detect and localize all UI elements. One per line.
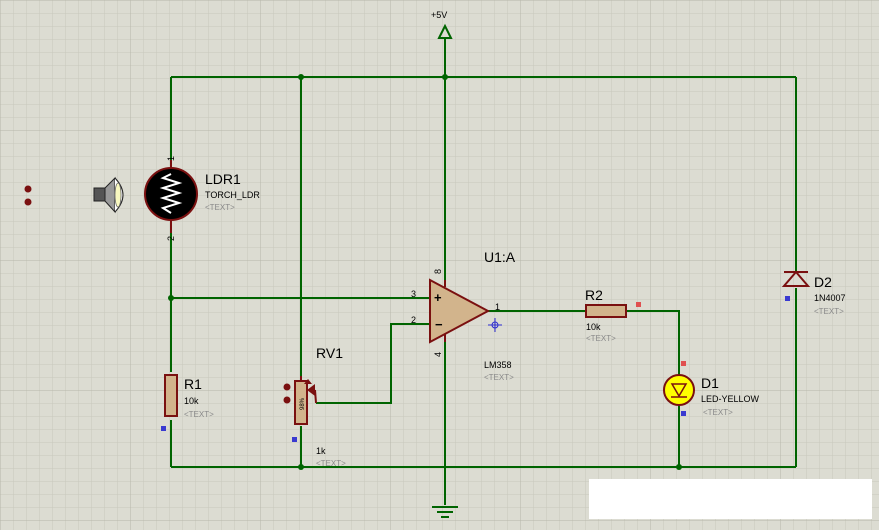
opamp-ref-label: U1:A xyxy=(484,249,516,265)
d1-component[interactable]: D1 LED-YELLOW <TEXT> xyxy=(663,361,760,417)
ground-icon xyxy=(432,506,458,518)
d2-ref-label: D2 xyxy=(814,274,832,290)
junction-dot xyxy=(298,464,304,470)
wire-r2-led[interactable] xyxy=(626,310,680,375)
ldr-text-placeholder: <TEXT> xyxy=(205,203,235,212)
opamp-value-label: LM358 xyxy=(484,360,512,370)
junction-dots xyxy=(168,74,682,470)
resistor-icon xyxy=(585,304,627,318)
opamp-text-placeholder: <TEXT> xyxy=(484,373,514,382)
junction-dot xyxy=(168,295,174,301)
r1-text-placeholder: <TEXT> xyxy=(184,410,214,419)
potentiometer-icon xyxy=(283,376,317,425)
ldr-pin-2: 2 xyxy=(166,236,176,241)
d2-value-label: 1N4007 xyxy=(814,293,846,303)
rv1-ref-label: RV1 xyxy=(316,345,343,361)
stray-marker[interactable] xyxy=(24,198,32,206)
blank-overlay xyxy=(589,479,872,519)
resistor-icon xyxy=(164,374,178,417)
ldr-ref-label: LDR1 xyxy=(205,171,241,187)
power-arrow-icon xyxy=(437,23,453,39)
r2-component[interactable]: R2 10k <TEXT> xyxy=(585,287,641,343)
opamp-plus-sign: + xyxy=(434,290,442,305)
power-terminal[interactable]: +5V xyxy=(431,10,453,39)
ground-terminal[interactable] xyxy=(432,506,458,518)
d1-ref-label: D1 xyxy=(701,375,719,391)
r2-value-label: 10k xyxy=(586,322,601,332)
opamp-pin-2: 2 xyxy=(411,315,416,325)
ldr-icon xyxy=(144,167,198,221)
led-icon xyxy=(663,374,695,406)
r2-text-placeholder: <TEXT> xyxy=(586,334,616,343)
opamp-icon xyxy=(429,278,491,344)
torch-icon[interactable] xyxy=(93,176,124,214)
r2-ref-label: R2 xyxy=(585,287,603,303)
opamp-pin-3: 3 xyxy=(411,289,416,299)
rv1-component[interactable]: 98% RV1 1k <TEXT> xyxy=(283,345,347,468)
d1-text-placeholder: <TEXT> xyxy=(703,408,733,417)
probe-crosshair-icon[interactable] xyxy=(488,318,502,332)
opamp-u1a-component[interactable]: + − 3 2 1 8 4 U1:A LM358 <TEXT> xyxy=(411,249,516,382)
pin-marker xyxy=(161,426,166,431)
rv1-percent: 98% xyxy=(300,397,306,410)
ldr-value-label: TORCH_LDR xyxy=(205,190,260,200)
d1-value-label: LED-YELLOW xyxy=(701,394,760,404)
opamp-pin-4: 4 xyxy=(433,352,443,357)
pin-marker xyxy=(681,361,686,366)
rv1-text-placeholder: <TEXT> xyxy=(316,459,346,468)
ldr1-component[interactable]: 1 2 LDR1 TORCH_LDR <TEXT> xyxy=(144,156,260,241)
opamp-pin-1: 1 xyxy=(495,302,500,312)
stray-marker[interactable] xyxy=(24,185,32,193)
supply-label: +5V xyxy=(431,10,447,20)
rv1-value-label: 1k xyxy=(316,446,326,456)
opamp-minus-sign: − xyxy=(435,317,443,332)
d2-text-placeholder: <TEXT> xyxy=(814,307,844,316)
diode-icon xyxy=(781,270,811,287)
junction-dot xyxy=(442,74,448,80)
pin-marker xyxy=(292,437,297,442)
r1-value-label: 10k xyxy=(184,396,199,406)
pin-marker xyxy=(785,296,790,301)
junction-dot xyxy=(298,74,304,80)
opamp-pin-8: 8 xyxy=(433,269,443,274)
r1-ref-label: R1 xyxy=(184,376,202,392)
pin-marker xyxy=(636,302,641,307)
junction-dot xyxy=(676,464,682,470)
r1-component[interactable]: R1 10k <TEXT> xyxy=(161,374,214,431)
pin-marker xyxy=(681,411,686,416)
wires xyxy=(170,38,797,505)
ldr-pin-1: 1 xyxy=(166,156,176,161)
wire-inverting[interactable] xyxy=(316,323,430,404)
d2-component[interactable]: D2 1N4007 <TEXT> xyxy=(781,270,846,316)
